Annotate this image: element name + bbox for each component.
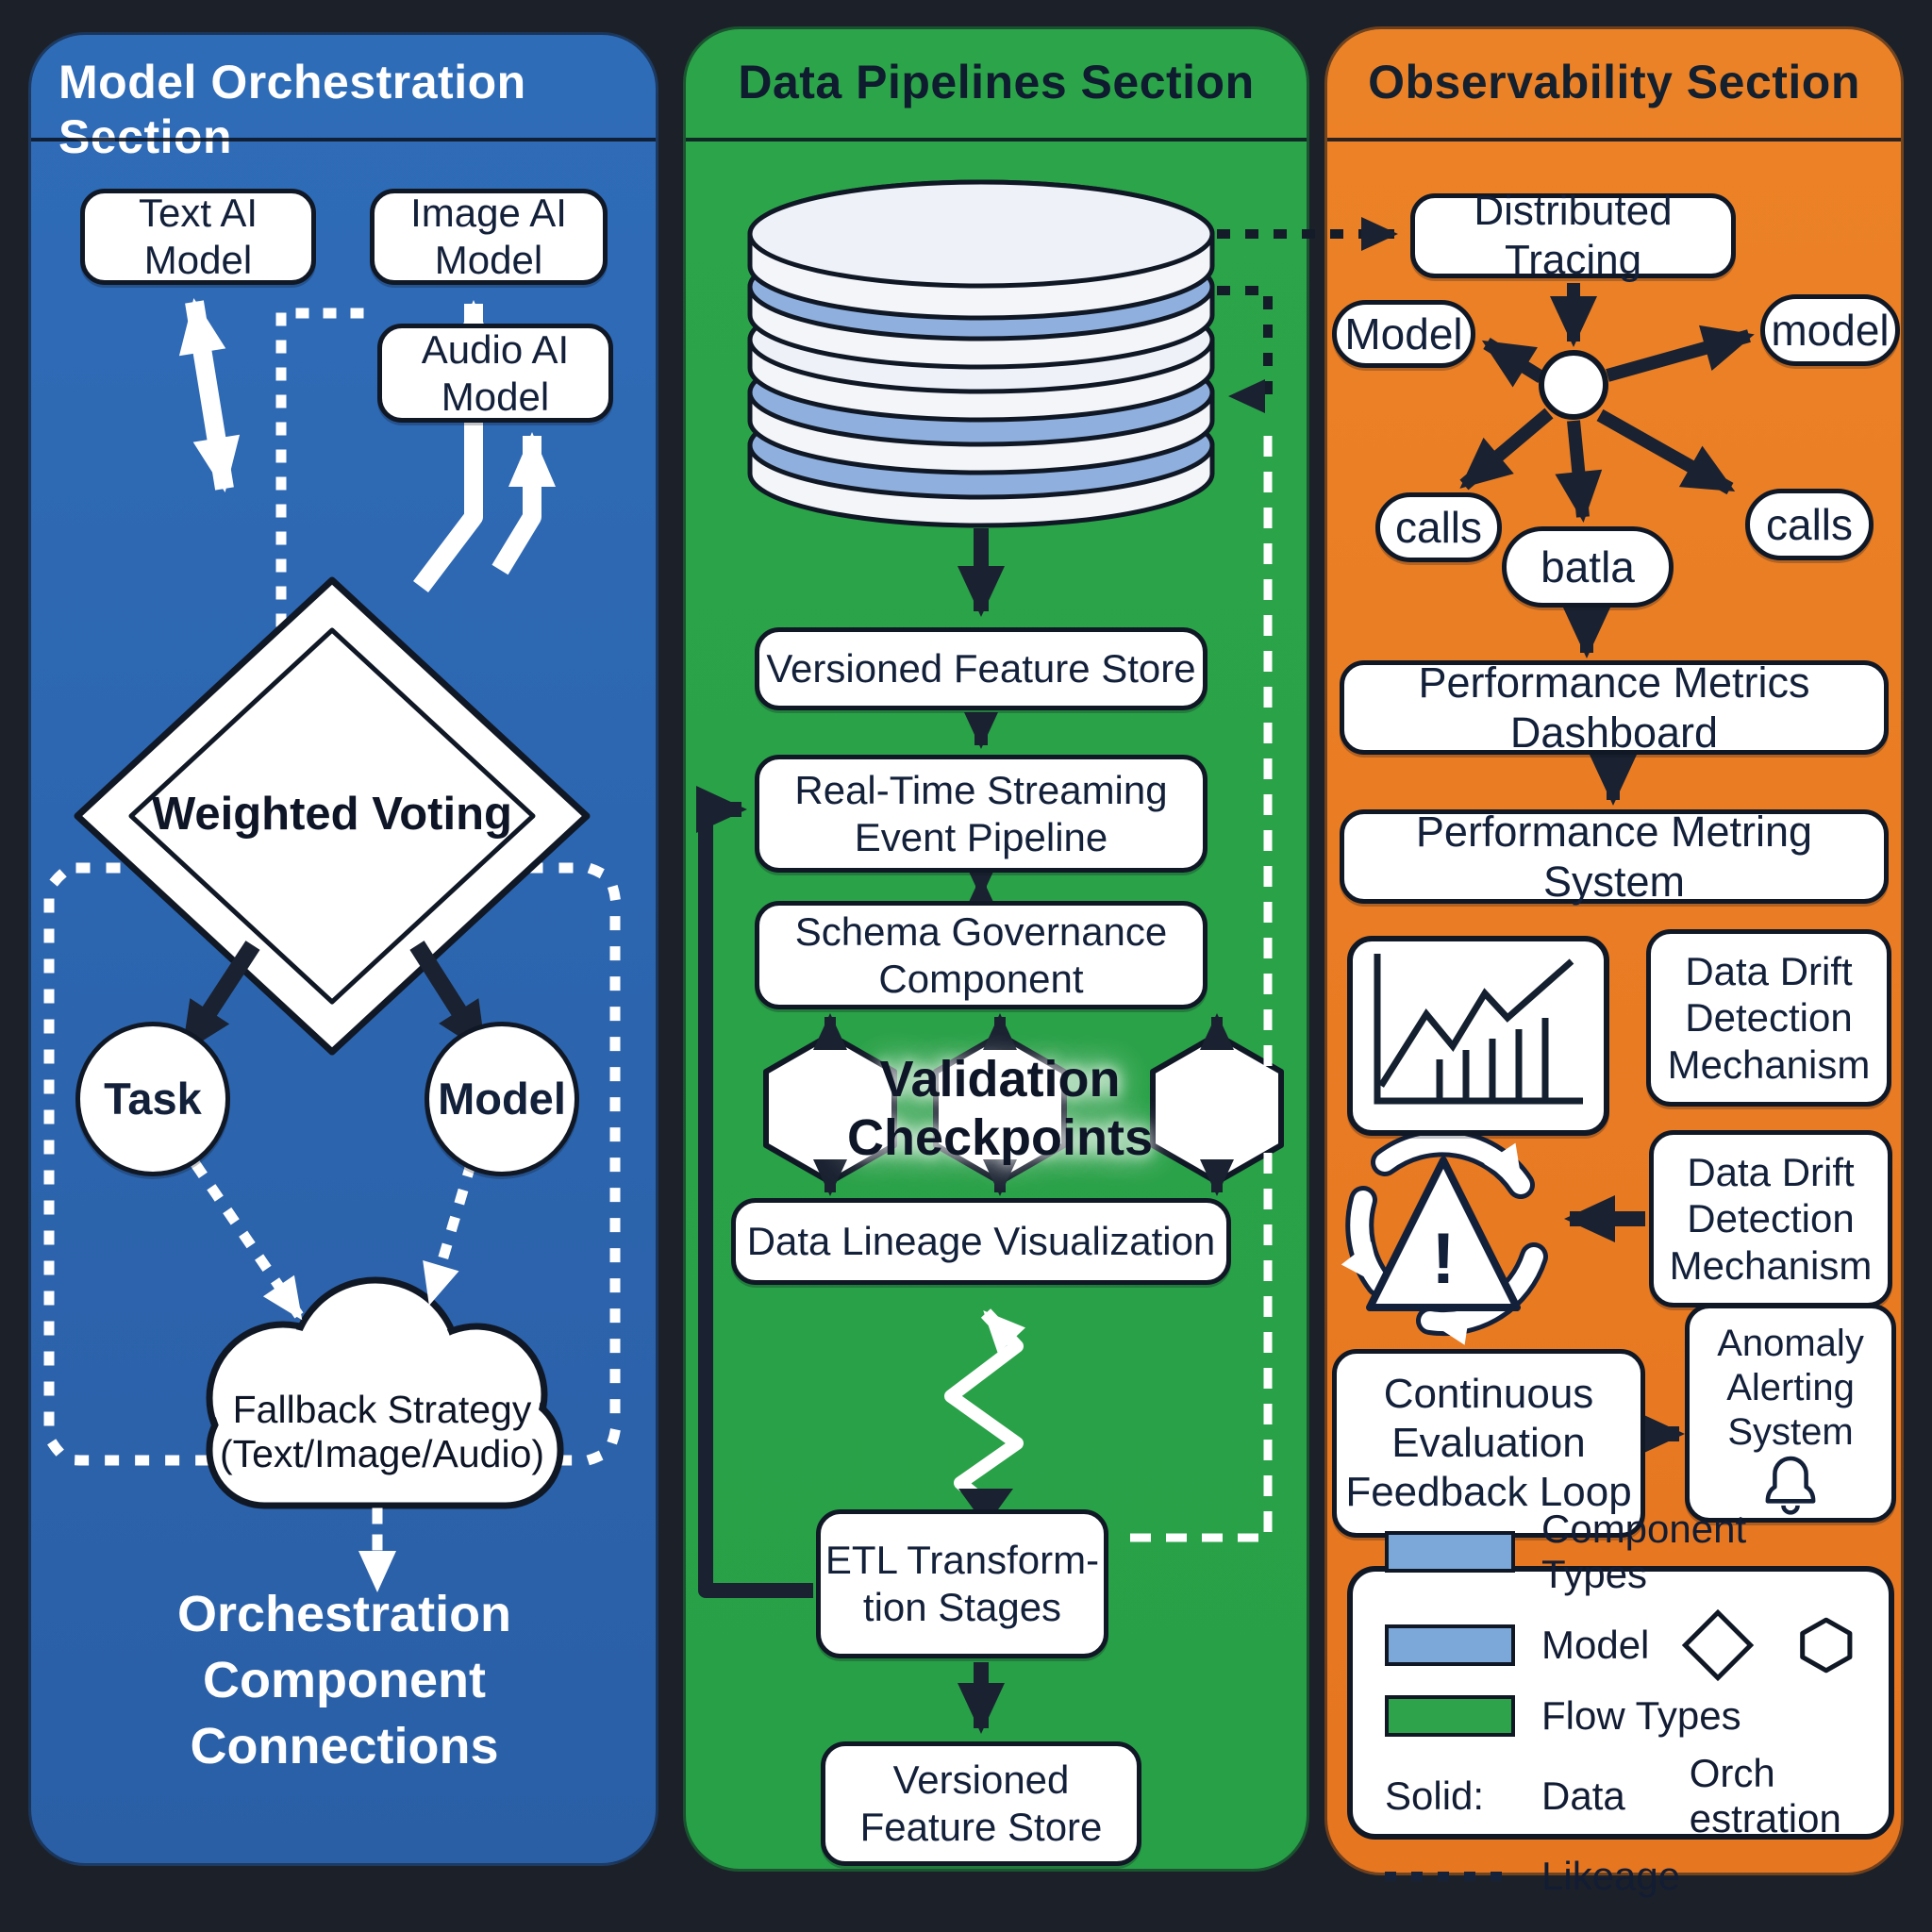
performance-metrics-dashboard-node: Performance Metrics Dashboard [1340,658,1889,757]
data-lineage-node: Data Lineage Visualization [731,1198,1231,1285]
dotted-label: Likeage [1541,1854,1681,1898]
model-swatch [1385,1624,1515,1666]
trace-calls-left-pill: calls [1375,492,1502,562]
feedback-cycle-icon [1341,1128,1548,1345]
continuous-evaluation-node: Continuous Evaluation Feedback Loop [1332,1349,1645,1538]
versioned-feature-store-node: Versioned Feature Store [755,627,1208,710]
distributed-tracing-node: Distributed Tracing [1410,188,1736,283]
data-drift-detection-node-2: Data Drift Detection Mechanism [1649,1130,1892,1307]
trace-hub-arrows [1459,325,1755,523]
warning-triangle-icon [1366,1157,1521,1311]
model-node: Model [425,1022,579,1176]
text-ai-model-node: Text AI Model [80,189,316,285]
trace-model-pill: Model [1332,300,1475,368]
flow-types-swatch [1385,1695,1515,1737]
orchestration-dotted-boundary [43,862,621,1466]
validation-hexagons [763,1013,1284,1196]
weighted-voting-label: Weighted Voting [152,789,512,840]
legend-row-solid: Solid: Data Orch estration [1385,1751,1857,1841]
lineage-etl-zigzag-arrow [944,1308,1025,1526]
orchestration-footer-label: Orchestration Component Connections [176,1585,512,1775]
component-types-label: Component Types [1541,1507,1747,1596]
voting-to-task-arrow [177,941,260,1055]
performance-metring-system-node: Performance Metring System [1340,808,1889,906]
trace-model-lower-pill: model [1760,294,1900,366]
trace-hub-node [1539,350,1608,420]
component-types-swatch [1385,1531,1515,1573]
streaming-pipeline-node: Real-Time Streaming Event Pipeline [755,755,1208,873]
audio-ai-model-node: Audio AI Model [377,324,613,423]
legend-row-dotted: Likeage [1385,1854,1857,1899]
legend-model-label: Model [1541,1623,1650,1667]
dotted-line-to-image-model [275,308,372,874]
weighted-voting-diamond [74,576,591,1056]
pipelines-divider [686,138,1307,142]
pipelines-title: Data Pipelines Section [738,56,1255,108]
task-node: Task [75,1022,230,1176]
lineage-flow-dashed-line [1121,436,1273,1542]
orchestration-divider [31,138,656,142]
legend-row-component-types: Component Types [1385,1507,1857,1597]
warning-exclamation-glyph: ! [1431,1218,1456,1299]
validation-checkpoints-label: Validation Checkpoints [846,1051,1154,1166]
fallback-cloud [206,1276,564,1509]
text-model-voting-arrow [178,298,241,492]
flow-types-label: Flow Types [1541,1693,1741,1738]
trace-batla-pill: batla [1502,526,1674,608]
observability-divider [1327,138,1901,142]
schema-governance-node: Schema Governance Component [755,901,1208,1009]
bell-icon [1765,1456,1816,1515]
metrics-chart-icon-box [1347,936,1609,1136]
diamond-shape-icon [1682,1608,1755,1682]
trace-calls-right-pill: calls [1745,489,1874,560]
task-to-fallback-dotted-arrow [191,1160,308,1324]
solid-orchestration-label: Orch estration [1689,1751,1841,1840]
anomaly-alerting-label: Anomaly Alerting System [1717,1323,1864,1454]
legend-box: Component Types Model Flow Types Solid: … [1347,1507,1894,1898]
etl-streaming-loop-arrow [696,786,813,1598]
voting-to-audio-model-arrow [491,432,556,575]
data-lake-cylinder [747,179,1215,528]
etl-stages-node: ETL Transform- tion Stages [816,1509,1108,1658]
legend-row-model: Model [1385,1608,1857,1682]
legend-row-flow-types: Flow Types [1385,1693,1857,1739]
hexagon-shape-icon [1800,1617,1853,1674]
orchestration-title: Model Orchestration Section [58,56,526,163]
data-drift-detection-node-1: Data Drift Detection Mechanism [1646,929,1891,1107]
model-to-fallback-dotted-arrow [423,1161,476,1308]
dotted-line-swatch [1385,1872,1515,1881]
solid-label: Solid: [1385,1774,1485,1818]
observability-title: Observability Section [1368,56,1860,108]
anomaly-alerting-node: Anomaly Alerting System [1685,1304,1896,1523]
db-return-dotted-arrow [1217,286,1273,413]
versioned-feature-store-bottom-node: Versioned Feature Store [821,1741,1141,1866]
line-chart-icon [1374,954,1583,1105]
fallback-strategy-label: Fallback Strategy (Text/Image/Audio) [219,1388,545,1475]
image-ai-model-node: Image AI Model [370,189,608,285]
solid-data-label: Data [1541,1774,1625,1818]
